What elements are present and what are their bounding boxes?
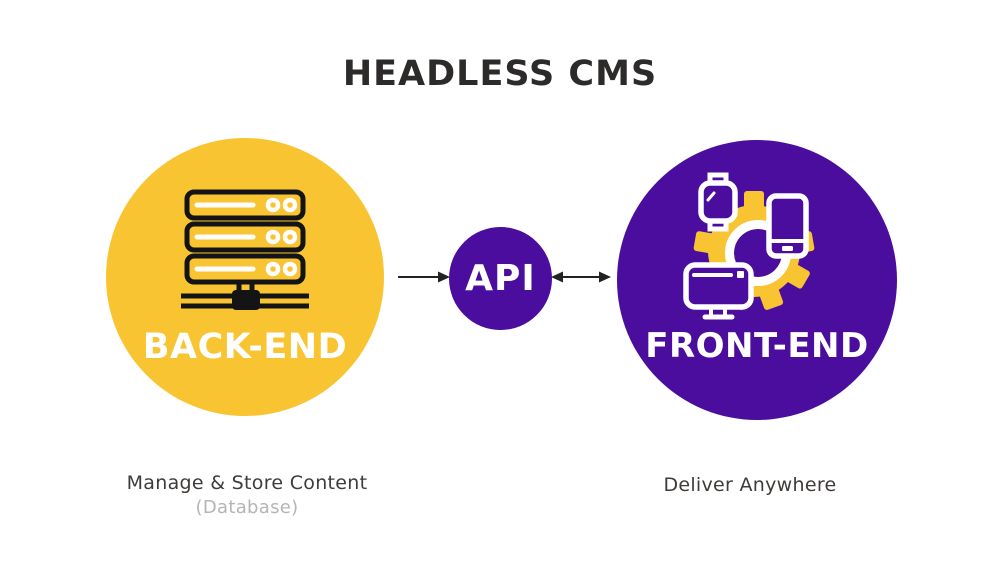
devices-gear-icon [683, 172, 815, 320]
smartphone-icon [766, 193, 809, 259]
backend-subcaption-text: (Database) [195, 496, 299, 518]
arrow-backend-to-api-icon [398, 271, 450, 283]
backend-caption: Manage & Store Content (Database) [97, 472, 397, 518]
smartwatch-icon [698, 172, 738, 232]
monitor-icon [683, 262, 754, 320]
diagram-title: HEADLESS CMS [342, 54, 658, 94]
backend-label: BACK-END [142, 327, 348, 367]
arrow-api-frontend-icon [551, 271, 611, 283]
frontend-caption: Deliver Anywhere [600, 474, 900, 497]
frontend-caption-text: Deliver Anywhere [663, 474, 837, 496]
server-stack-icon [181, 189, 309, 310]
network-plug [181, 279, 309, 310]
api-node: API [449, 227, 552, 330]
backend-node: BACK-END [106, 138, 384, 416]
frontend-node: FRONT-END [617, 140, 897, 420]
frontend-label: FRONT-END [645, 326, 869, 366]
server-row-details [194, 197, 298, 277]
server-rows [184, 189, 306, 285]
backend-caption-text: Manage & Store Content [126, 472, 368, 494]
api-label: API [465, 258, 536, 299]
